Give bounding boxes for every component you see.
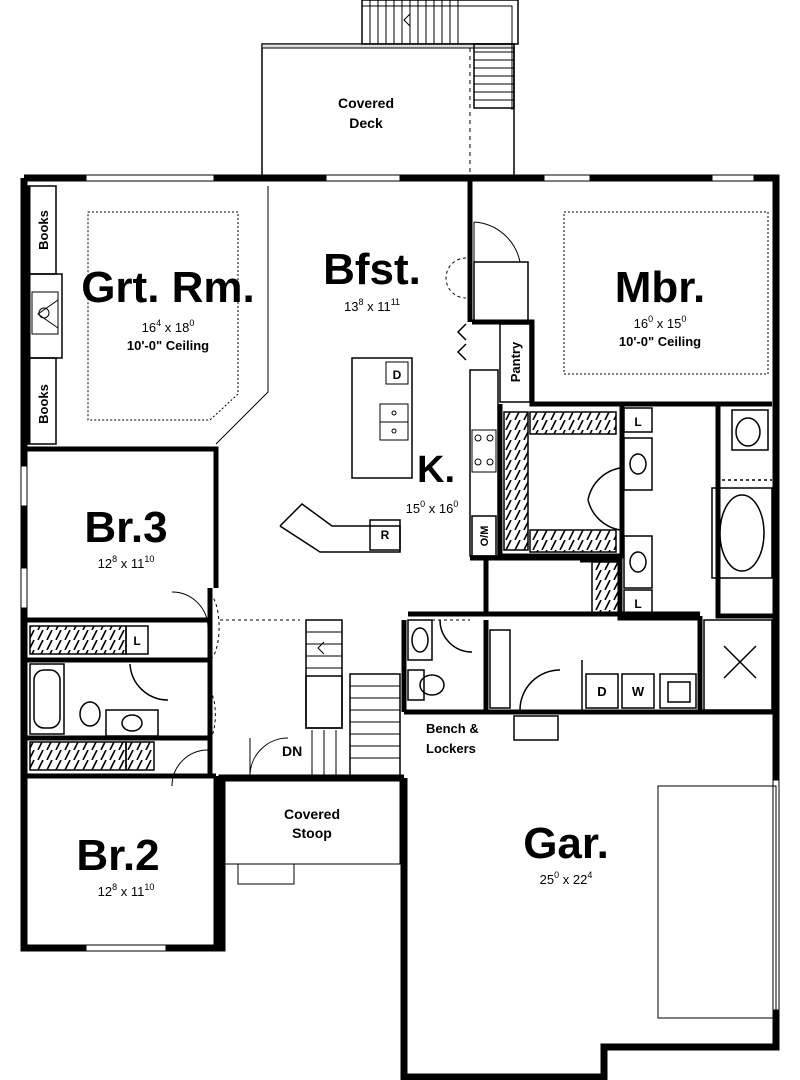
windows	[20, 174, 780, 1011]
dishwasher-label: D	[393, 368, 402, 382]
bedroom3-name: Br.3	[84, 503, 167, 552]
covered-deck	[261, 43, 515, 179]
shower	[703, 619, 773, 711]
bench-lockers-label-2: Lockers	[426, 741, 476, 756]
books-label-top: Books	[36, 210, 51, 250]
bedroom3-dims: 128 x 1110	[98, 554, 155, 571]
breakfast-dims: 138 x 1111	[344, 297, 400, 314]
range-label: R	[381, 528, 390, 542]
interior-walls	[24, 178, 776, 948]
kitchen-name: K.	[417, 449, 455, 491]
great-room-dims: 164 x 180	[142, 318, 195, 335]
bedroom-closets	[29, 625, 155, 771]
island-sink-icon	[379, 403, 409, 441]
hall-bath	[29, 663, 169, 737]
covered-stoop-label: Covered	[284, 806, 340, 822]
great-room-name: Grt. Rm.	[81, 263, 255, 312]
master-bedroom-name: Mbr.	[615, 263, 705, 312]
pantry-label: Pantry	[508, 341, 523, 382]
covered-stoop	[221, 779, 401, 885]
garage-dims: 250 x 224	[540, 870, 593, 887]
master-bedroom-ceiling: 10'-0" Ceiling	[619, 334, 701, 349]
bench-lockers-label: Bench &	[426, 721, 479, 736]
covered-deck-label-2: Deck	[349, 115, 383, 131]
kitchen-dims: 150 x 160	[406, 499, 459, 516]
bath-closet-shelving	[591, 561, 621, 615]
stairs-down-label: DN	[282, 743, 302, 759]
bedroom2-name: Br.2	[76, 831, 159, 880]
range	[369, 519, 401, 551]
pantry	[456, 323, 531, 403]
covered-deck-label: Covered	[338, 95, 394, 111]
dishwasher	[385, 361, 409, 385]
master-bedroom-dims: 160 x 150	[634, 314, 687, 331]
linen-label-bottom: L	[634, 597, 641, 611]
garage	[657, 785, 777, 1019]
great-room-ceiling: 10'-0" Ceiling	[127, 338, 209, 353]
laundry	[489, 629, 697, 741]
deck-stairs	[361, 0, 519, 110]
hall-doors	[171, 591, 470, 787]
powder-room	[407, 619, 473, 701]
ceiling-lines	[87, 186, 769, 445]
linen-label-top: L	[634, 415, 641, 429]
covered-stoop-label-2: Stoop	[292, 825, 332, 841]
coat-closet	[445, 221, 529, 323]
interior-stairs	[249, 619, 401, 777]
linen-label-hall: L	[133, 634, 140, 648]
garage-name: Gar.	[523, 819, 609, 868]
oven-micro	[471, 515, 497, 557]
master-closet-shelving	[503, 411, 617, 553]
cooktop-icon	[471, 429, 497, 473]
breakfast-name: Bfst.	[323, 245, 421, 294]
master-bath	[587, 407, 773, 615]
exterior-walls	[20, 174, 780, 1080]
kitchen-counter	[279, 357, 499, 557]
bedroom2-dims: 128 x 1110	[98, 882, 155, 899]
dryer-label: D	[597, 684, 606, 699]
fireplace-icon	[31, 291, 59, 335]
books-label-bottom: Books	[36, 384, 51, 424]
bookshelves	[27, 185, 63, 445]
washer-label: W	[632, 684, 645, 699]
oven-micro-label: O/M	[479, 526, 491, 547]
